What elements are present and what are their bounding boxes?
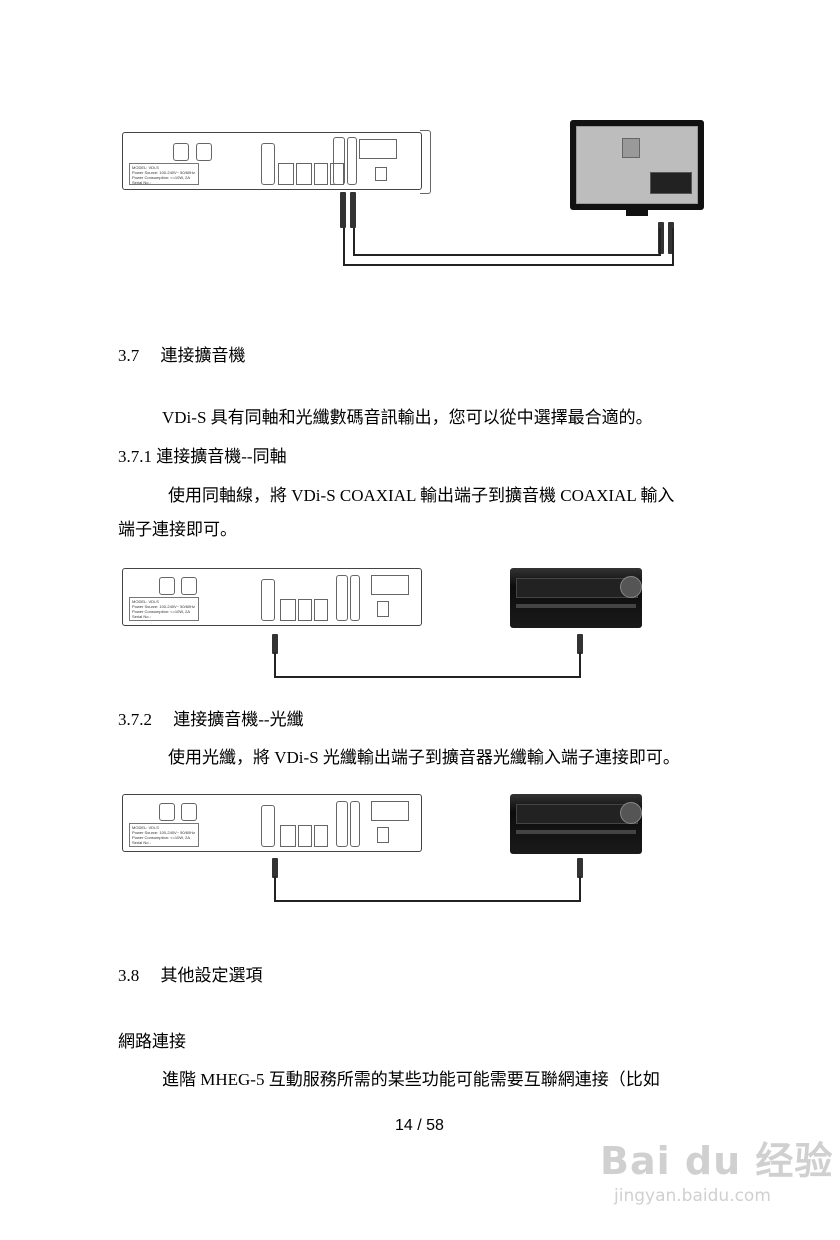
output-port bbox=[278, 163, 294, 185]
output-port bbox=[296, 163, 312, 185]
panel-edge bbox=[420, 130, 431, 194]
coaxial-cable bbox=[274, 652, 581, 678]
av-cable bbox=[343, 228, 674, 266]
av-cable bbox=[353, 228, 661, 256]
panel-spec-label: MODEL: VDi-S Power Source: 100-240V~ 50/… bbox=[129, 163, 199, 185]
paragraph: 使用同軸線，將 VDi-S COAXIAL 輸出端子到擴音機 COAXIAL 輸… bbox=[168, 486, 675, 505]
page-number: 14 / 58 bbox=[395, 1117, 444, 1134]
usb-port bbox=[261, 143, 275, 185]
panel-spec-label: MODEL: VDi-S Power Source: 100-240V~ 50/… bbox=[129, 597, 199, 621]
section-heading: 3.7 連接擴音機 bbox=[118, 346, 246, 365]
output-port bbox=[314, 163, 328, 185]
cable-plug bbox=[340, 192, 346, 228]
subsection-heading: 3.7.1 連接擴音機--同軸 bbox=[118, 447, 287, 466]
rca-port bbox=[347, 137, 357, 185]
paragraph: 進階 MHEG-5 互動服務所需的某些功能可能需要互聯網連接（比如 bbox=[162, 1070, 660, 1089]
paragraph: 使用光纖，將 VDi-S 光纖輸出端子到擴音器光纖輸入端子連接即可。 bbox=[168, 748, 680, 767]
stb-back-panel-2: MODEL: VDi-S Power Source: 100-240V~ 50/… bbox=[122, 568, 422, 626]
optical-cable bbox=[274, 876, 581, 902]
antenna-port bbox=[196, 143, 212, 161]
subsection-heading: 3.7.2 連接擴音機--光纖 bbox=[118, 710, 304, 729]
amplifier bbox=[510, 794, 642, 854]
section-heading: 3.8 其他設定選項 bbox=[118, 966, 263, 985]
cable-plug bbox=[668, 222, 674, 254]
watermark-url: jingyan.baidu.com bbox=[614, 1186, 771, 1206]
antenna-port bbox=[173, 143, 189, 161]
watermark-logo: Bai du 经验 bbox=[600, 1139, 834, 1183]
power-port bbox=[375, 167, 387, 181]
tv-stand bbox=[626, 204, 648, 216]
paragraph: VDi-S 具有同軸和光纖數碼音訊輸出，您可以從中選擇最合適的。 bbox=[162, 408, 653, 427]
cable-plug bbox=[658, 222, 664, 254]
amplifier bbox=[510, 568, 642, 628]
stb-back-panel-1: MODEL: VDi-S Power Source: 100-240V~ 50/… bbox=[122, 132, 422, 190]
paragraph-heading: 網路連接 bbox=[118, 1032, 186, 1051]
tv-back bbox=[570, 120, 704, 210]
paragraph: 端子連接即可。 bbox=[118, 520, 237, 539]
cable-plug bbox=[350, 192, 356, 228]
rca-port bbox=[333, 137, 345, 185]
scart-port bbox=[359, 139, 397, 159]
stb-back-panel-3: MODEL: VDi-S Power Source: 100-240V~ 50/… bbox=[122, 794, 422, 852]
panel-spec-label: MODEL: VDi-S Power Source: 100-240V~ 50/… bbox=[129, 823, 199, 847]
